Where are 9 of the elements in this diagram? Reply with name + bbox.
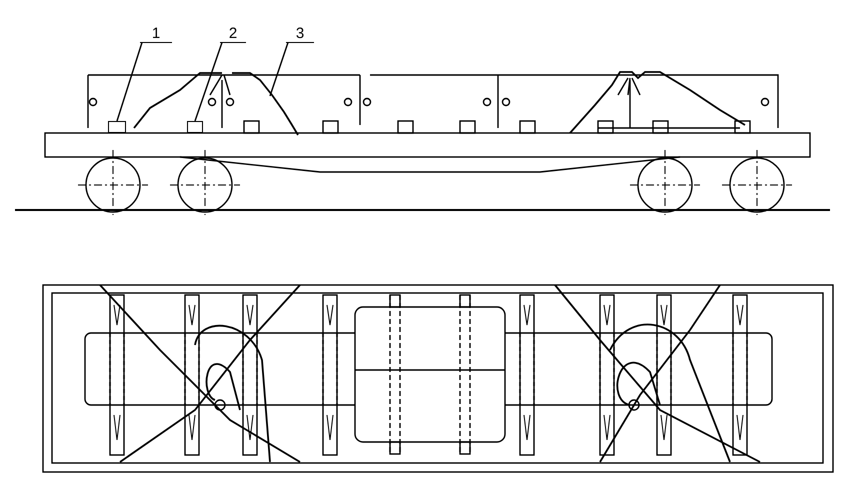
leader-line xyxy=(116,42,143,122)
callout-number: 2 xyxy=(228,26,238,42)
callout-number: 3 xyxy=(296,26,304,42)
leader-line xyxy=(269,42,289,96)
lashing-wire xyxy=(232,70,300,136)
support-block xyxy=(108,121,126,133)
leader-line xyxy=(194,42,223,122)
callout-number: 1 xyxy=(152,26,160,42)
support-block xyxy=(187,121,203,133)
